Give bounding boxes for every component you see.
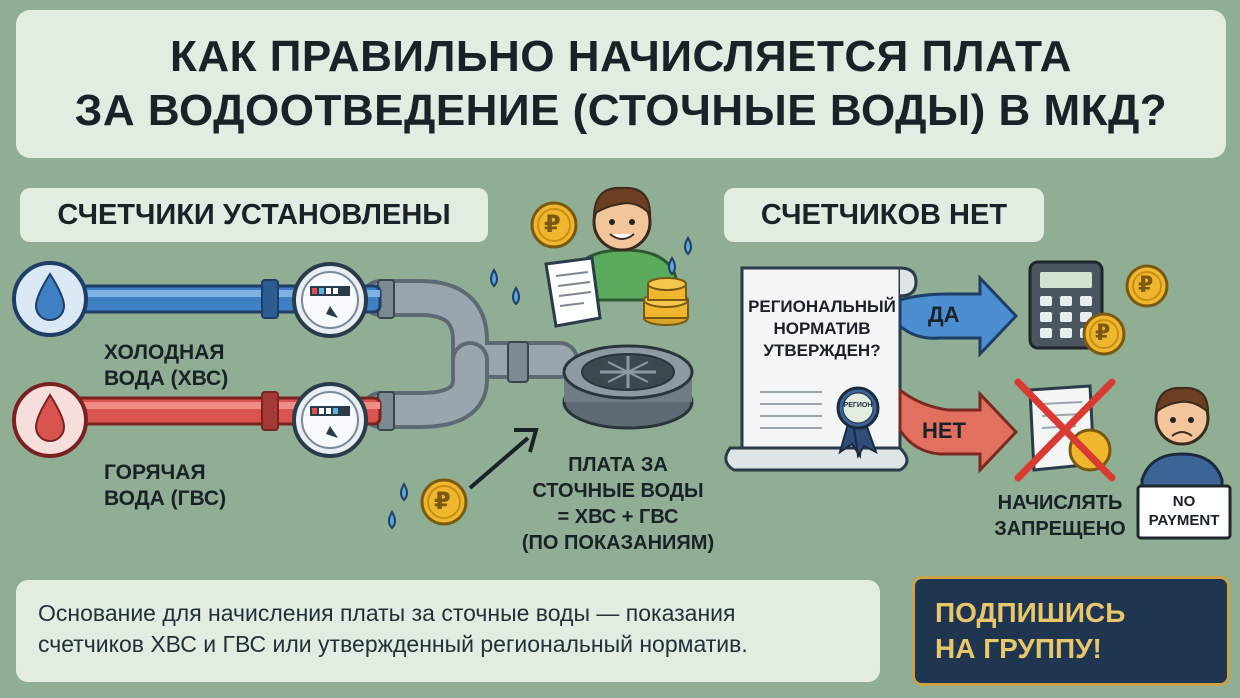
no-label: НЕТ	[922, 418, 966, 443]
page-title-line-1: КАК ПРАВИЛЬНО НАЧИСЛЯЕТСЯ ПЛАТА	[170, 32, 1072, 81]
yes-label: ДА	[928, 302, 960, 327]
merge-pipe	[361, 279, 579, 431]
cold-water-label: ХОЛОДНАЯ ВОДА (ХВС)	[104, 341, 229, 390]
receipt-icon	[544, 256, 602, 328]
seal-icon	[836, 386, 880, 459]
ruble-coin-icon	[1082, 312, 1126, 356]
subscribe-button[interactable]: ПОДПИШИСЬ НА ГРУППУ!	[912, 576, 1230, 686]
ruble-coin-icon	[1125, 264, 1169, 308]
hot-water-label: ГОРЯЧАЯ ВОДА (ГВС)	[104, 461, 227, 510]
coin-to-drain-arrow	[468, 428, 539, 490]
section-label-meters-installed: СЧЕТЧИКИ УСТАНОВЛЕНЫ	[20, 188, 488, 242]
footer-panel: Основание для начисления платы за сточны…	[16, 580, 880, 682]
charging-forbidden-label: НАЧИСЛЯТЬ ЗАПРЕЩЕНО	[994, 492, 1126, 540]
water-drop-icon	[12, 261, 88, 337]
seal-label: РЕГИОН	[843, 402, 873, 409]
no-payment-text: NO PAYMENT	[1148, 493, 1220, 529]
crossed-receipt-icon	[1014, 378, 1116, 482]
coin-stack-icon	[643, 277, 689, 326]
hot-water-drop-icon	[12, 382, 88, 458]
no-payment-sign	[1136, 484, 1232, 540]
sewage-formula: ПЛАТА ЗА СТОЧНЫЕ ВОДЫ = ХВС + ГВС (ПО ПО…	[521, 454, 715, 554]
footer-line-1: Основание для начисления платы за сточны…	[38, 600, 736, 626]
sad-person-icon	[1140, 386, 1224, 502]
ruble-symbol: ₽	[434, 488, 451, 515]
subscribe-label: ПОДПИШИСЬ НА ГРУППУ!	[935, 597, 1126, 664]
section-label-no-meters: СЧЕТЧИКОВ НЕТ	[724, 188, 1044, 242]
ruble-symbol: ₽	[1095, 320, 1111, 345]
ruble-coin-icon	[530, 201, 578, 249]
water-meter-icon	[292, 262, 368, 338]
splash-drops	[388, 236, 692, 530]
footer-line-2: счетчиков ХВС и ГВС или утвержденный рег…	[38, 631, 748, 657]
regional-norm-question: РЕГИОНАЛЬНЫЙ НОРМАТИВ УТВЕРЖДЕН?	[748, 297, 896, 360]
ruble-coin-icon	[420, 478, 468, 526]
ruble-symbol: ₽	[544, 211, 561, 238]
title-panel: КАК ПРАВИЛЬНО НАЧИСЛЯЕТСЯ ПЛАТА ЗА ВОДОО…	[16, 10, 1226, 158]
hot-water-meter-icon	[292, 382, 368, 458]
ruble-symbol: ₽	[1138, 272, 1154, 297]
yes-arrow	[898, 274, 1019, 358]
page-title-line-2: ЗА ВОДООТВЕДЕНИЕ (СТОЧНЫЕ ВОДЫ) В МКД?	[74, 86, 1168, 135]
no-arrow	[898, 386, 1019, 474]
sewer-drain-icon	[562, 344, 694, 430]
